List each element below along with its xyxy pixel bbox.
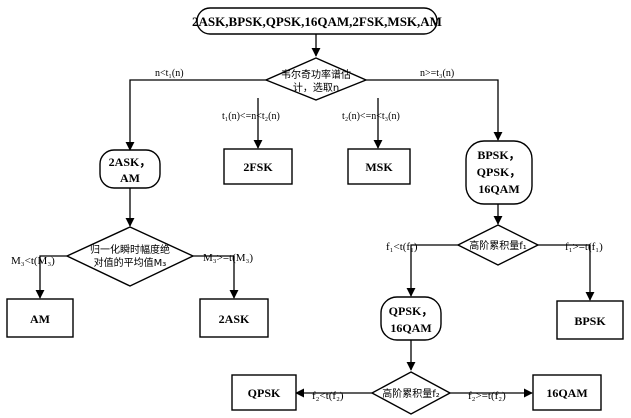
bpsk-qpsk-qam-node [465,140,533,205]
2ask-label: 2ASK [219,312,250,326]
decision4-diamond [370,371,452,415]
16qam-node [532,374,602,411]
edge-decision1-to-bpsk-group [366,79,503,141]
qpsk-qam-label-line1: QPSK， [389,304,434,318]
16qam-label: 16QAM [546,386,587,400]
decision1-label-line1: 韦尔奇功率谱估 [281,68,351,81]
edges [35,34,595,398]
qpsk-node [231,374,297,411]
edge-label-n-lt-t1: n<t₁(n) [155,68,184,79]
2ask-node [199,298,269,338]
edge-label-f1-ge: f₁>=t(f₁) [565,241,603,253]
ask-am-node [99,149,161,189]
am-node [6,298,74,338]
qpsk-label: QPSK [248,386,281,400]
nodes: 2ASK,BPSK,QPSK,16QAM,2FSK,MSK,AM 韦尔奇功率谱估… [6,7,624,415]
edge-decision2-to-am [35,255,67,299]
decision4-label: 高阶累积量f₂ [382,387,440,400]
msk-node [347,148,411,185]
bpsk-label: BPSK [574,314,606,328]
ask-am-label-line2: AM [120,171,140,185]
edge-label-m3-ge: M₃>=t(M₃) [203,252,253,264]
bpsk-group-label-line3: 16QAM [478,182,519,196]
edge-label-m3-lt: M₃<t(M₃) [11,255,55,267]
edge-decision3-to-bpsk [538,244,595,301]
2fsk-node [223,148,293,185]
decision3-diamond [456,224,540,266]
decision1-diamond [264,57,368,101]
decision2-diamond [65,226,195,287]
decision2-label-line1: 归一化瞬时幅度绝 [90,243,170,256]
edge-label-n-ge-t3: n>=t₃(n) [420,68,454,79]
2fsk-label: 2FSK [243,160,273,174]
edge-label-f2-ge: f₂>=t(f₂) [468,390,506,402]
edge-label-f2-lt: f₂<t(f₂) [312,390,344,402]
qpsk-qam-node [380,296,442,341]
decision3-label: 高阶累积量f₁ [469,239,527,252]
am-label: AM [30,312,50,326]
edge-label-t1-le-n-lt-t2: t₁(n)<=n<t₂(n) [222,111,280,122]
start-node [196,7,438,35]
decision2-label-line2: 对值的平均值M₃ [94,256,167,269]
edge-labels: n<t₁(n) t₁(n)<=n<t₂(n) t₂(n)<=n<t₃(n) n>… [11,68,603,402]
qpsk-qam-label-line2: 16QAM [390,321,431,335]
decision1-label-line2: 计，选取n [293,81,339,94]
bpsk-group-label-line1: BPSK， [477,148,520,162]
start-node-label: 2ASK,BPSK,QPSK,16QAM,2FSK,MSK,AM [192,14,442,29]
ask-am-label-line1: 2ASK， [109,155,152,169]
edge-decision3-to-qpsk-qam [406,244,460,297]
edge-decision1-to-ask-am [125,79,267,151]
edge-label-t2-le-n-lt-t3: t₂(n)<=n<t₃(n) [342,111,400,122]
bpsk-node [556,300,624,340]
edge-label-f1-lt: f₁<t(f₁) [386,241,418,253]
msk-label: MSK [365,160,393,174]
bpsk-group-label-line2: QPSK， [477,165,522,179]
edge-decision2-to-2ask [193,255,239,299]
